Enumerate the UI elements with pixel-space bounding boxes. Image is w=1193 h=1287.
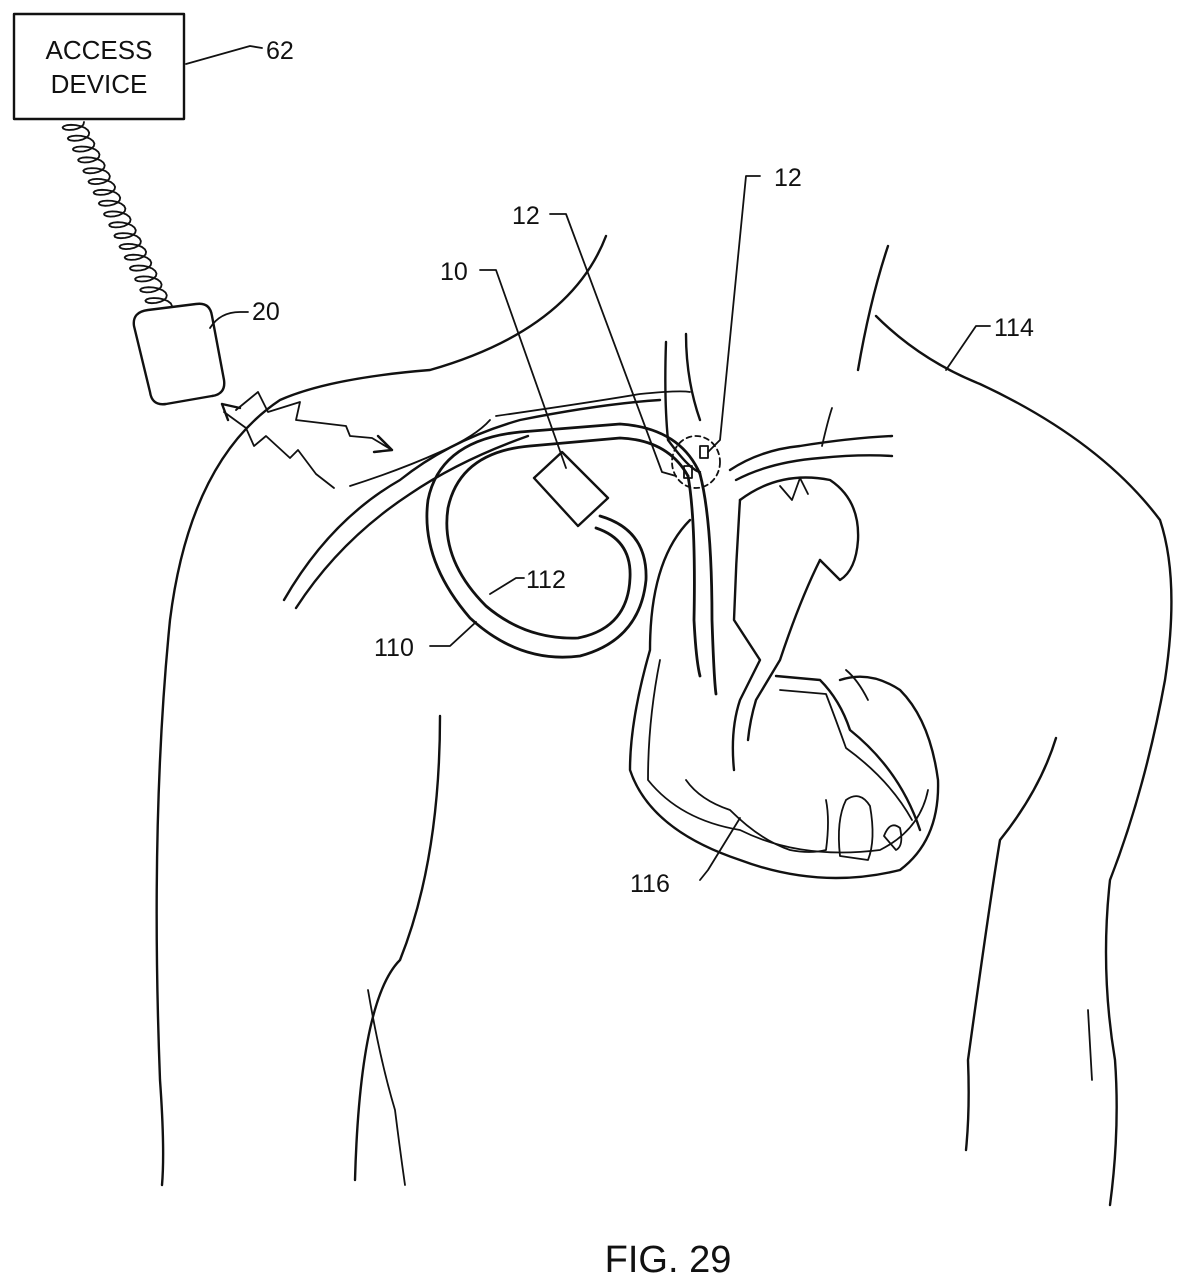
papillary-left	[686, 780, 828, 852]
vein-line-1	[284, 400, 660, 600]
ventricle-wall	[776, 676, 920, 830]
aortic-branches	[780, 478, 808, 500]
ref-116: 116	[630, 870, 670, 898]
artery-upper	[730, 436, 892, 470]
access-device: ACCESS DEVICE	[14, 14, 184, 119]
vein-line-2	[296, 436, 528, 608]
right-arm-inner	[1088, 1010, 1092, 1080]
ref-20: 20	[252, 298, 280, 326]
access-device-box	[14, 14, 184, 119]
ref-12-right: 12	[774, 164, 802, 192]
left-arm-inner	[368, 990, 405, 1185]
heart-outline	[630, 520, 938, 878]
aortic-arch	[740, 478, 858, 581]
right-shoulder-arm	[876, 316, 1171, 1205]
right-torso-line	[966, 738, 1056, 1150]
wireless-link	[222, 392, 392, 488]
vena-cava-inner	[686, 334, 700, 420]
leader-116	[700, 818, 740, 880]
access-device-label-line2: DEVICE	[51, 69, 148, 99]
leader-12-right	[708, 176, 760, 452]
ref-110: 110	[374, 634, 414, 662]
ref-114: 114	[994, 314, 1034, 342]
leader-20	[210, 312, 248, 328]
figure-caption: FIG. 29	[605, 1239, 732, 1281]
heart-inner-outline	[648, 660, 928, 853]
ref-10: 10	[440, 258, 468, 286]
ref-112: 112	[526, 566, 566, 594]
ref-62: 62	[266, 37, 294, 65]
heart-apex-line	[846, 670, 868, 700]
coiled-cable	[63, 122, 172, 306]
access-device-label-line1: ACCESS	[46, 35, 153, 65]
leader-110	[430, 622, 476, 646]
septum-right	[748, 560, 820, 740]
leader-112	[490, 578, 524, 594]
leader-62	[186, 46, 262, 64]
lead-into-heart-inner	[688, 476, 700, 676]
artery-branch	[822, 408, 832, 446]
body-outline	[157, 236, 1172, 1205]
implant-device	[534, 452, 608, 526]
vein-line-4	[496, 391, 690, 416]
vein-line-3	[350, 420, 490, 486]
septum-left	[733, 500, 760, 770]
heart	[630, 334, 938, 878]
leader-114	[946, 326, 990, 370]
papillary-right	[839, 796, 873, 860]
external-unit	[134, 304, 224, 405]
lead-into-heart-outer	[700, 474, 716, 694]
left-torso-line	[355, 716, 440, 1180]
artery-lower	[736, 455, 892, 480]
sensor-upper-marker	[700, 446, 708, 458]
ref-12-left: 12	[512, 202, 540, 230]
neck-right	[858, 246, 888, 370]
leader-12-left	[550, 214, 676, 476]
